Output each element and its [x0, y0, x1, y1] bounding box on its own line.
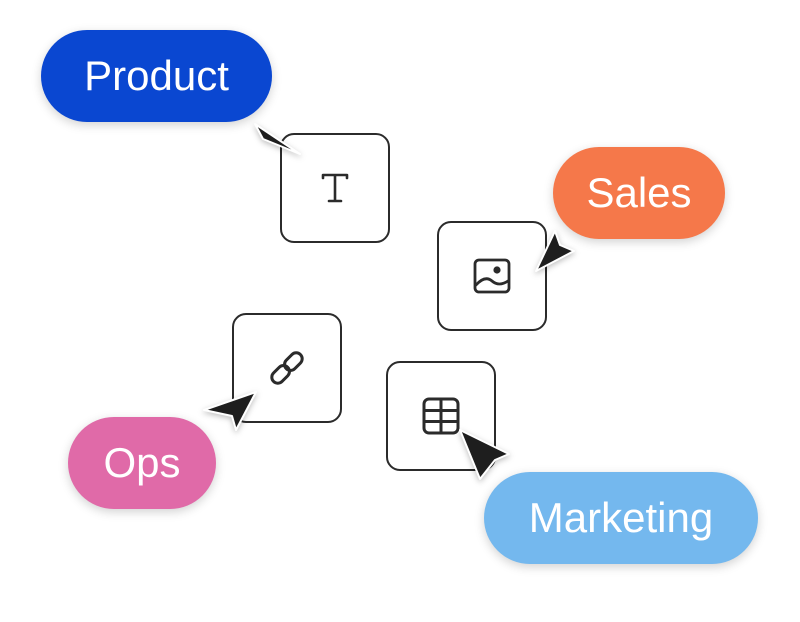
sales-cursor-icon [535, 230, 575, 272]
text-tool-tile[interactable] [280, 133, 390, 243]
marketing-cursor-icon [459, 429, 510, 480]
sales-label: Sales [553, 147, 725, 239]
marketing-label: Marketing [484, 472, 758, 564]
product-label: Product [41, 30, 272, 122]
ops-label: Ops [68, 417, 216, 509]
link-icon [270, 351, 304, 385]
image-tool-tile[interactable] [437, 221, 547, 331]
product-cursor-icon [254, 123, 301, 155]
image-icon [473, 258, 511, 294]
table-icon [422, 397, 460, 435]
text-icon [321, 173, 349, 203]
ops-cursor-icon [203, 391, 257, 431]
